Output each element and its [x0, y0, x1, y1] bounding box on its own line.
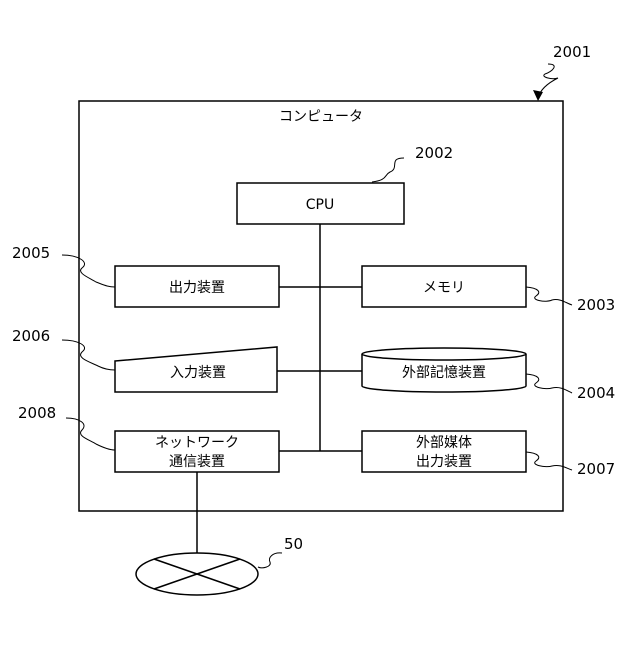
external-media-output-label-line2: 出力装置 — [416, 454, 472, 470]
ref-2005: 2005 — [12, 244, 50, 262]
network-device-label-line1: ネットワーク — [155, 435, 239, 451]
ref-2001-arrowhead — [533, 90, 543, 101]
ref-50-leader — [258, 553, 282, 568]
ref-50: 50 — [284, 535, 303, 553]
ref-2006: 2006 — [12, 327, 50, 345]
ref-2002: 2002 — [415, 144, 453, 162]
ref-2001: 2001 — [553, 43, 591, 61]
ref-2004: 2004 — [577, 384, 615, 402]
external-media-output-label-line1: 外部媒体 — [416, 435, 472, 451]
input-device-label: 入力装置 — [170, 365, 226, 381]
cpu-label: CPU — [306, 197, 334, 213]
ref-2008: 2008 — [18, 404, 56, 422]
network-device-label-line2: 通信装置 — [169, 454, 225, 470]
memory-label: メモリ — [423, 280, 465, 296]
external-storage-label: 外部記憶装置 — [402, 364, 486, 381]
output-device-label: 出力装置 — [169, 280, 225, 296]
ref-2003: 2003 — [577, 296, 615, 314]
computer-title: コンピュータ — [279, 109, 363, 125]
ref-2007: 2007 — [577, 460, 615, 478]
